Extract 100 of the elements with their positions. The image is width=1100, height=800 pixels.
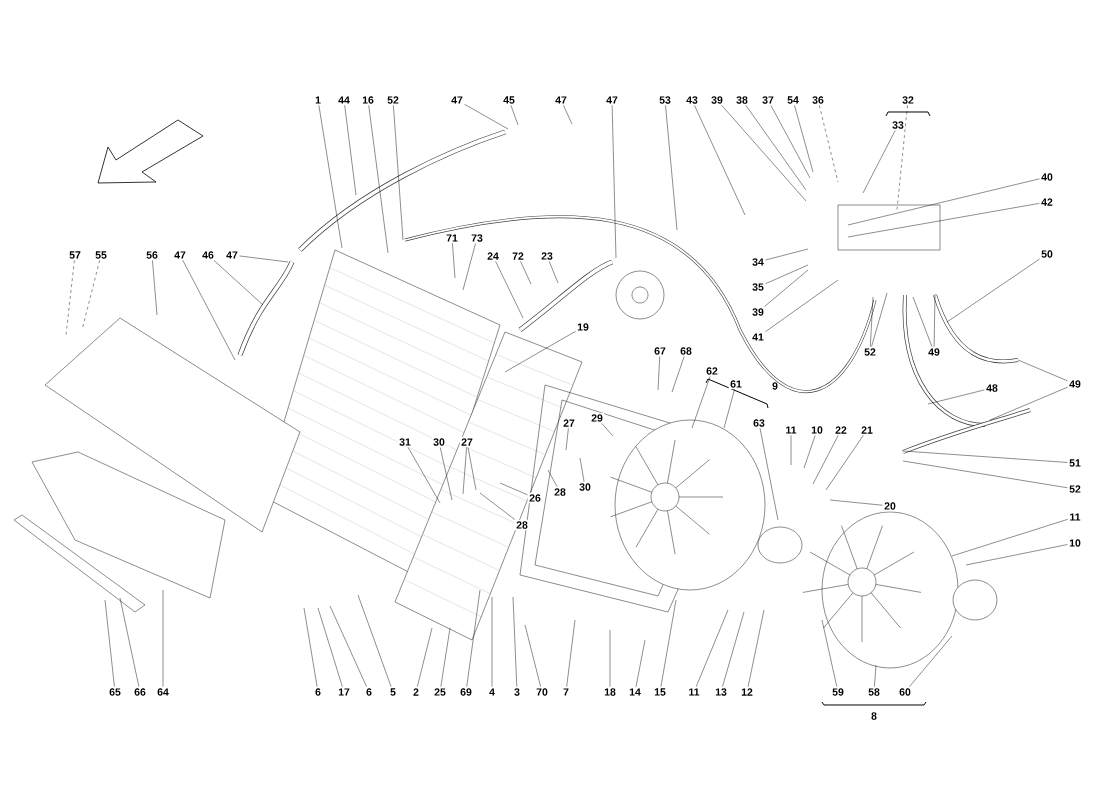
callout-number: 10 <box>809 424 825 436</box>
callout-number: 27 <box>459 436 475 448</box>
leader-line <box>1017 359 1068 382</box>
leader-line <box>393 105 404 241</box>
callout-number: 31 <box>397 436 413 448</box>
callout-number: 34 <box>750 256 766 268</box>
callout-number: 47 <box>449 94 465 106</box>
leader-line <box>847 203 1040 238</box>
callout-number: 28 <box>514 519 530 531</box>
callout-number: 66 <box>132 686 148 698</box>
leader-line <box>695 609 729 687</box>
callout-number: 11 <box>784 424 799 436</box>
leader-line <box>357 594 392 687</box>
callout-number: 47 <box>553 94 569 106</box>
callout-number: 11 <box>1068 511 1082 523</box>
leader-line <box>119 597 140 687</box>
callout-number: 21 <box>859 424 875 436</box>
callout-number: 23 <box>539 250 555 262</box>
leader-line <box>933 293 936 347</box>
callout-number: 48 <box>984 382 1000 394</box>
callout-number: 52 <box>1067 483 1083 495</box>
leader-line <box>547 469 558 487</box>
leader-line <box>694 105 746 216</box>
leader-line <box>407 447 441 504</box>
callout-number: 11 <box>687 686 702 698</box>
leader-line <box>671 356 685 393</box>
leader-line <box>909 635 953 687</box>
leader-line <box>452 243 456 279</box>
callout-number: 2 <box>411 686 421 698</box>
callout-number: 40 <box>1039 171 1055 183</box>
leader-line <box>765 279 839 332</box>
leader-line <box>611 105 617 259</box>
callout-number: 28 <box>552 486 568 498</box>
callout-number: 41 <box>750 331 766 343</box>
leader-line <box>182 260 236 361</box>
leader-line <box>819 105 839 183</box>
leader-line <box>946 258 1040 323</box>
leader-line <box>440 447 453 501</box>
leader-line <box>524 624 541 687</box>
callout-number: 55 <box>93 249 109 261</box>
leader-line <box>213 260 264 306</box>
callout-number: 22 <box>833 424 849 436</box>
leader-line <box>874 664 877 687</box>
callout-number: 32 <box>900 94 916 106</box>
callout-number: 13 <box>713 686 729 698</box>
leader-line <box>721 105 807 202</box>
callout-number: 59 <box>830 686 846 698</box>
callout-number: 46 <box>200 249 216 261</box>
leader-line <box>520 261 532 285</box>
callout-number: 47 <box>224 249 240 261</box>
leader-line <box>912 296 933 347</box>
leader-line <box>152 260 158 316</box>
callout-number: 33 <box>890 119 906 131</box>
callout-number: 47 <box>172 249 188 261</box>
callout-number: 15 <box>652 686 668 698</box>
leader-line <box>665 105 678 231</box>
leader-line <box>635 639 646 687</box>
leader-line <box>565 428 569 451</box>
callout-number: 9 <box>772 382 778 390</box>
leader-line <box>896 105 908 211</box>
leader-line <box>344 105 357 196</box>
callout-number: 63 <box>751 417 767 429</box>
leader-line <box>464 104 509 130</box>
leader-line <box>794 105 814 173</box>
callout-number: 68 <box>678 345 694 357</box>
leader-line <box>601 423 614 437</box>
callout-number: 14 <box>627 686 643 698</box>
leader-line <box>829 499 883 506</box>
callout-number: 57 <box>67 249 83 261</box>
callout-number: 69 <box>458 686 474 698</box>
callout-number: 30 <box>431 436 447 448</box>
leader-line <box>821 619 838 687</box>
callout-number: 54 <box>785 94 801 106</box>
callout-number: 60 <box>897 686 913 698</box>
callout-number: 26 <box>527 492 543 504</box>
callout-number: 29 <box>589 412 605 424</box>
leader-line <box>657 356 660 391</box>
leader-line <box>563 105 573 125</box>
callout-number: 12 <box>739 686 755 698</box>
leader-line <box>764 269 809 307</box>
callout-number: 65 <box>107 686 123 698</box>
leader-line <box>303 607 318 687</box>
leader-line <box>491 596 493 687</box>
leader-line <box>417 627 433 687</box>
leader-line <box>691 376 711 429</box>
callout-number: 52 <box>862 346 878 358</box>
callout-number: 6 <box>364 686 374 698</box>
callout-number: 30 <box>577 481 593 493</box>
callout-number: 39 <box>709 94 725 106</box>
leader-line <box>927 389 985 405</box>
callout-number: 58 <box>866 686 882 698</box>
callout-number: 43 <box>684 94 700 106</box>
callout-number: 16 <box>360 94 376 106</box>
callout-number: 62 <box>704 365 720 377</box>
leader-line <box>566 619 576 687</box>
leader-line <box>745 105 807 191</box>
leader-line <box>660 599 677 687</box>
leader-line <box>790 435 792 466</box>
callout-number: 51 <box>1067 457 1083 469</box>
callout-number: 42 <box>1039 196 1055 208</box>
